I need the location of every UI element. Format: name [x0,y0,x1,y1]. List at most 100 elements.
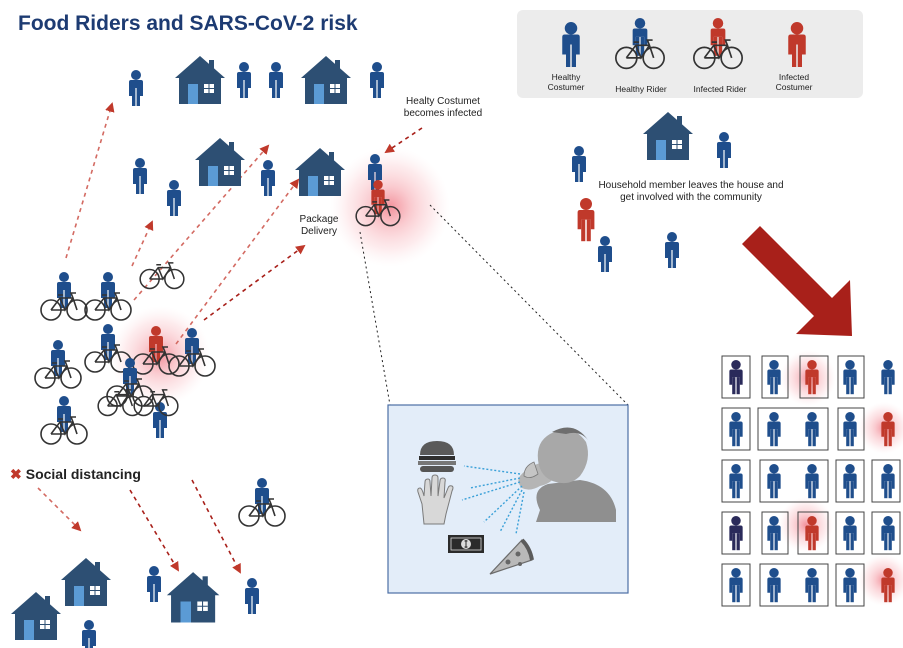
label-household-member: Household member leaves the house and ge… [598,180,784,203]
bicycle-icon [355,199,401,227]
household-box [835,511,865,555]
person-icon [881,568,895,603]
household-box [721,355,751,399]
household-box [799,355,829,399]
infection-glow [858,554,903,606]
person-icon [185,328,199,364]
infection-glow [858,402,903,454]
household-box [721,407,751,451]
household-box [871,511,901,555]
person-icon [843,516,857,551]
person-icon [881,412,895,447]
bicycle-icon [40,292,88,321]
coughing-person-icon [518,427,616,522]
bicycle-icon [97,389,143,417]
household-box [721,459,751,503]
person-icon [767,412,781,447]
dashed-arrow [131,220,154,267]
person-icon [101,272,115,308]
infection-glow [778,497,834,553]
person-icon [167,180,181,216]
household-box [759,563,829,607]
household-box [871,459,901,503]
person-icon [767,360,781,395]
dashed-arrow [203,244,306,321]
person-icon [843,360,857,395]
person-icon [767,464,781,499]
label-healthy-becomes-infected: Healty Costumet becomes infected [403,96,483,119]
dashed-arrow [191,479,241,574]
person-icon [767,568,781,603]
legend-box [517,10,863,98]
person-icon [881,360,895,395]
hand-icon [417,474,454,525]
person-icon [245,578,259,614]
person-icon [729,464,743,499]
person-icon [57,396,71,432]
dashed-arrow [37,487,82,532]
person-icon [51,340,65,376]
house-icon [61,558,111,606]
house-icon [166,572,220,623]
social-distancing-label: ✖Social distancing [10,466,141,483]
person-icon [562,22,580,67]
bicycle-icon [238,498,286,527]
legend-label-infected-costumer: Infected Costumer [775,72,813,92]
person-icon [598,236,612,272]
person-icon [788,22,806,67]
household-box [837,407,865,451]
person-icon [881,516,895,551]
person-icon [729,360,743,395]
legend-label-healthy-costumer: Healthy Costumer [547,72,585,92]
person-icon [147,566,161,602]
dashed-arrow [129,489,179,572]
person-icon [843,412,857,447]
person-icon [261,160,275,196]
household-box [837,355,865,399]
person-icon [767,516,781,551]
bicycle-icon [133,389,179,417]
page-title: Food Riders and SARS-CoV-2 risk [18,12,358,35]
zoom-connector-right [429,204,629,406]
person-icon [577,198,595,242]
legend-label-healthy-rider: Healthy Rider [615,84,667,94]
household-box [721,511,751,555]
person-icon [101,324,115,360]
person-icon [729,568,743,603]
household-box [797,511,829,555]
bicycle-icon [34,360,82,389]
person-icon [82,620,96,648]
burger-icon [418,441,456,472]
person-icon [665,232,679,268]
person-icon [843,464,857,499]
zoom-connector-left [359,231,391,406]
person-icon [153,402,167,438]
household-box [835,563,865,607]
person-icon [237,62,251,98]
person-icon [843,568,857,603]
dashed-arrow [175,178,300,345]
household-box [761,511,789,555]
person-icon [133,158,147,194]
person-icon [805,464,819,499]
person-icon [729,412,743,447]
household-box [761,355,789,399]
dashed-arrow [133,144,270,301]
house-icon [195,138,245,186]
bicycle-icon [693,39,743,70]
droplets [461,465,525,535]
person-icon [881,464,895,499]
house-icon [643,112,693,160]
house-icon [295,148,345,196]
person-icon [129,70,143,106]
household-box [759,459,829,503]
person-icon [149,326,163,362]
person-icon [805,516,819,551]
person-icon [729,516,743,551]
dashed-arrow [65,102,115,259]
household-box [721,563,751,607]
person-icon [805,412,819,447]
household-box [835,459,865,503]
pizza-icon [489,538,534,575]
